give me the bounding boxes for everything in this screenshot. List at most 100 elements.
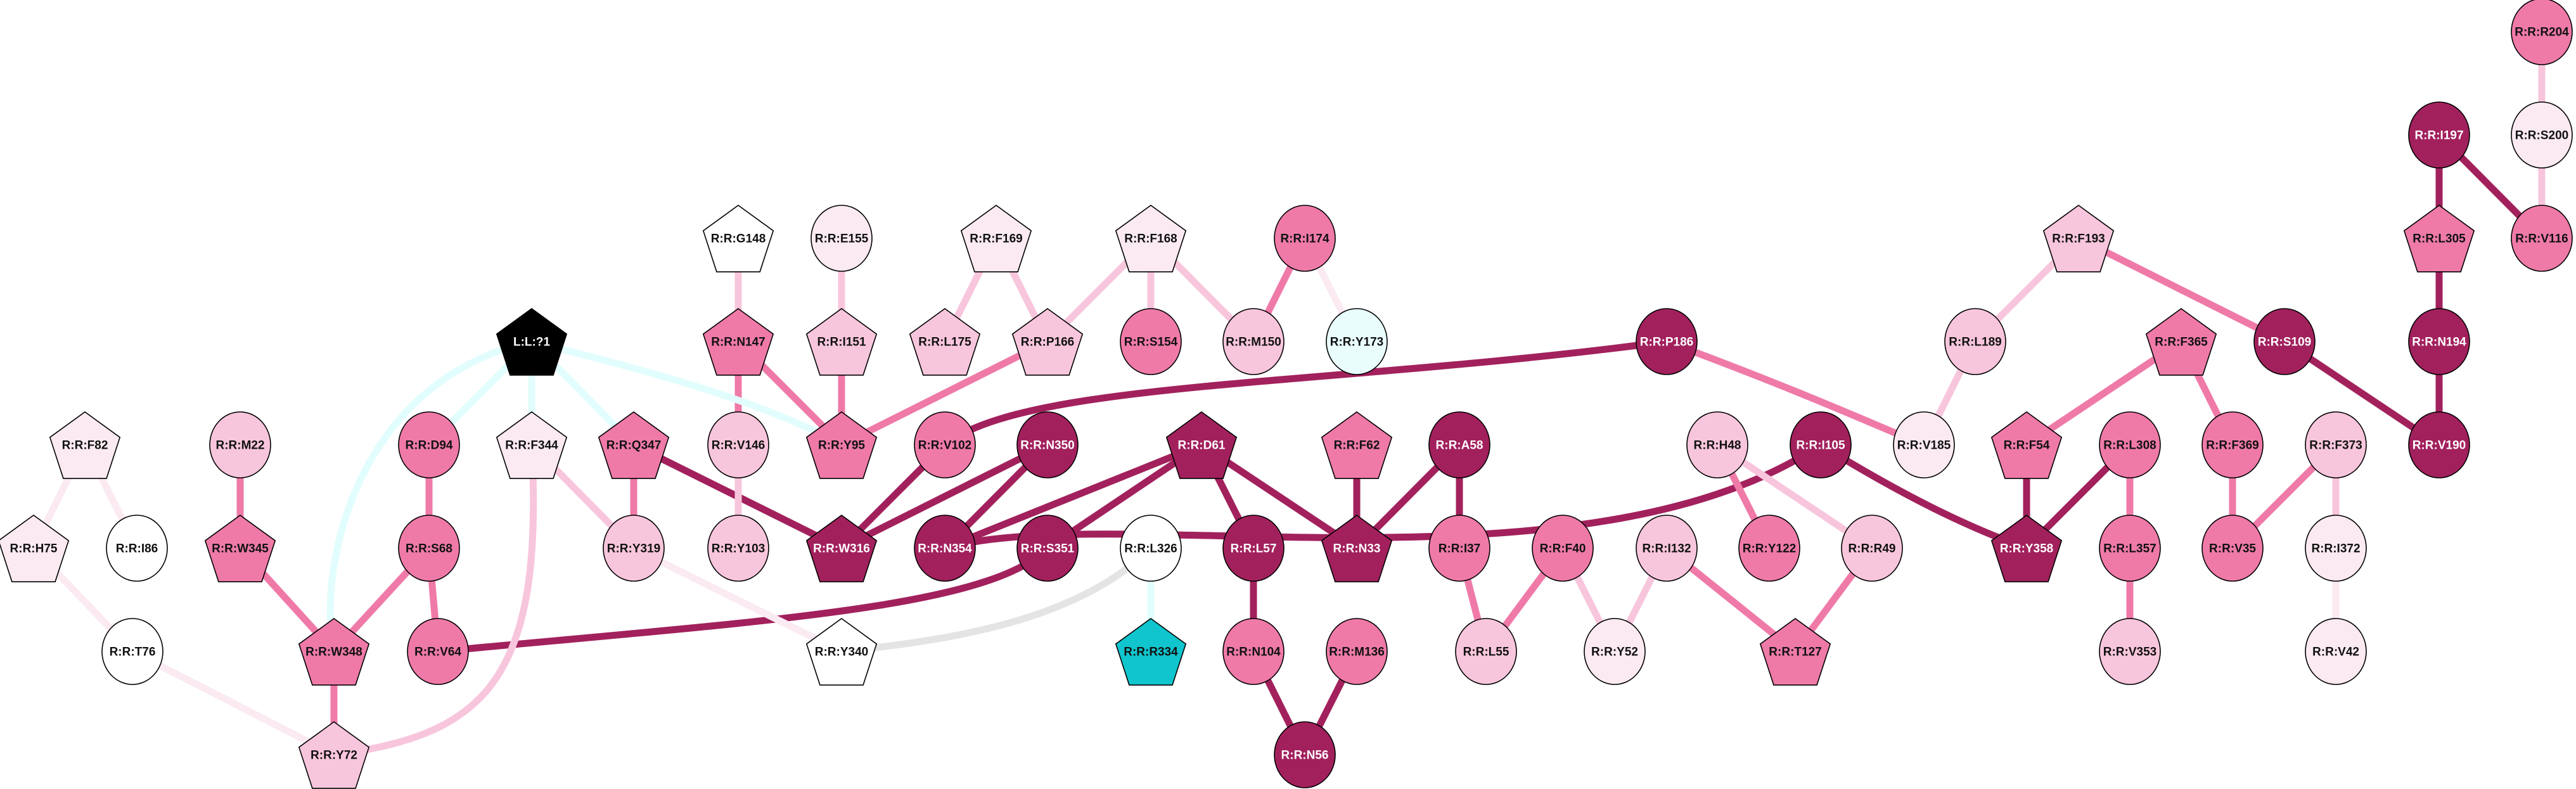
node-q347[interactable]: R:R:Q347 bbox=[598, 411, 670, 479]
node-r49[interactable]: R:R:R49 bbox=[1841, 515, 1903, 582]
node-l308[interactable]: R:R:L308 bbox=[2099, 411, 2161, 478]
node-f369[interactable]: R:R:F369 bbox=[2201, 411, 2264, 478]
node-v353[interactable]: R:R:V353 bbox=[2099, 618, 2161, 685]
node-v146[interactable]: R:R:V146 bbox=[707, 411, 769, 478]
node-f40[interactable]: R:R:F40 bbox=[1532, 515, 1594, 582]
node-f344[interactable]: R:R:F344 bbox=[496, 411, 568, 479]
node-y122[interactable]: R:R:Y122 bbox=[1738, 515, 1800, 582]
node-n33[interactable]: R:R:N33 bbox=[1321, 515, 1393, 582]
node-r204[interactable]: R:R:R204 bbox=[2511, 0, 2573, 65]
node-m150[interactable]: R:R:M150 bbox=[1222, 308, 1285, 375]
node-v35[interactable]: R:R:V35 bbox=[2201, 515, 2264, 582]
node-i174[interactable]: R:R:I174 bbox=[1274, 205, 1336, 272]
node-s200[interactable]: R:R:S200 bbox=[2511, 101, 2573, 169]
node-n194[interactable]: R:R:N194 bbox=[2408, 308, 2470, 375]
circle-node-shape bbox=[1944, 308, 2006, 375]
node-v116[interactable]: R:R:V116 bbox=[2511, 205, 2573, 272]
node-label: R:R:V353 bbox=[2103, 646, 2156, 659]
node-d61[interactable]: R:R:D61 bbox=[1165, 411, 1238, 479]
node-w316[interactable]: R:R:W316 bbox=[805, 515, 878, 582]
node-y173[interactable]: R:R:Y173 bbox=[1326, 308, 1388, 375]
node-f168[interactable]: R:R:F168 bbox=[1115, 205, 1187, 273]
pentagon-node-shape bbox=[1115, 618, 1187, 686]
node-s109[interactable]: R:R:S109 bbox=[2253, 308, 2316, 375]
node-n147[interactable]: R:R:N147 bbox=[702, 308, 774, 376]
node-v102[interactable]: R:R:V102 bbox=[914, 411, 976, 478]
node-s154[interactable]: R:R:S154 bbox=[1120, 308, 1182, 375]
node-label: R:R:Y103 bbox=[712, 542, 765, 556]
node-label: R:R:N33 bbox=[1333, 542, 1381, 556]
node-s351[interactable]: R:R:S351 bbox=[1016, 515, 1079, 582]
node-g148[interactable]: R:R:G148 bbox=[702, 205, 774, 273]
node-label: R:R:A58 bbox=[1436, 439, 1483, 452]
node-p166[interactable]: R:R:P166 bbox=[1011, 308, 1084, 376]
node-s68[interactable]: R:R:S68 bbox=[398, 515, 460, 582]
node-label: R:R:V190 bbox=[2413, 439, 2466, 452]
node-v42[interactable]: R:R:V42 bbox=[2305, 618, 2367, 685]
circle-node-shape bbox=[707, 411, 769, 478]
node-i132[interactable]: R:R:I132 bbox=[1636, 515, 1698, 582]
node-y358[interactable]: R:R:Y358 bbox=[1990, 515, 2063, 582]
node-l57[interactable]: R:R:L57 bbox=[1222, 515, 1285, 582]
node-w348[interactable]: R:R:W348 bbox=[298, 618, 370, 686]
node-i151[interactable]: R:R:I151 bbox=[805, 308, 878, 376]
node-v190[interactable]: R:R:V190 bbox=[2408, 411, 2470, 478]
node-f82[interactable]: R:R:F82 bbox=[49, 411, 121, 479]
node-t127[interactable]: R:R:T127 bbox=[1759, 618, 1831, 686]
node-y103[interactable]: R:R:Y103 bbox=[707, 515, 769, 582]
node-l55[interactable]: R:R:L55 bbox=[1455, 618, 1517, 685]
node-l189[interactable]: R:R:L189 bbox=[1944, 308, 2006, 375]
node-w345[interactable]: R:R:W345 bbox=[204, 515, 276, 582]
node-l305[interactable]: R:R:L305 bbox=[2403, 205, 2475, 273]
node-n350[interactable]: R:R:N350 bbox=[1016, 411, 1079, 478]
node-label: R:R:Y319 bbox=[607, 542, 660, 556]
node-label: R:R:Y358 bbox=[2000, 542, 2053, 556]
node-v64[interactable]: R:R:V64 bbox=[407, 618, 469, 685]
node-m22[interactable]: R:R:M22 bbox=[209, 411, 271, 478]
node-y340[interactable]: R:R:Y340 bbox=[805, 618, 878, 686]
node-l357[interactable]: R:R:L357 bbox=[2099, 515, 2161, 582]
edge-f193-s109 bbox=[2077, 235, 2286, 345]
node-y52[interactable]: R:R:Y52 bbox=[1584, 618, 1646, 685]
node-n104[interactable]: R:R:N104 bbox=[1222, 618, 1285, 685]
edge-y319-y340 bbox=[632, 545, 843, 655]
node-a58[interactable]: R:R:A58 bbox=[1428, 411, 1490, 478]
node-d94[interactable]: R:R:D94 bbox=[398, 411, 460, 478]
node-f365[interactable]: R:R:F365 bbox=[2145, 308, 2217, 376]
node-h48[interactable]: R:R:H48 bbox=[1686, 411, 1748, 478]
node-y95[interactable]: R:R:Y95 bbox=[805, 411, 878, 479]
circle-node-shape bbox=[1636, 308, 1698, 375]
node-i197[interactable]: R:R:I197 bbox=[2408, 101, 2470, 169]
node-y72[interactable]: R:R:Y72 bbox=[298, 721, 370, 789]
circle-node-shape bbox=[2305, 411, 2367, 478]
node-l175[interactable]: R:R:L175 bbox=[909, 308, 981, 376]
node-i86[interactable]: R:R:I86 bbox=[106, 515, 168, 582]
node-label: L:L:?1 bbox=[513, 336, 550, 349]
node-f62[interactable]: R:R:F62 bbox=[1321, 411, 1393, 479]
node-m136[interactable]: R:R:M136 bbox=[1326, 618, 1388, 685]
node-label: R:R:L305 bbox=[2413, 233, 2466, 246]
node-f169[interactable]: R:R:F169 bbox=[960, 205, 1032, 273]
node-label: R:R:Y95 bbox=[818, 439, 865, 452]
node-r334[interactable]: R:R:R334 bbox=[1115, 618, 1187, 686]
node-l326[interactable]: R:R:L326 bbox=[1120, 515, 1182, 582]
node-f193[interactable]: R:R:F193 bbox=[2042, 205, 2115, 273]
node-n354[interactable]: R:R:N354 bbox=[914, 515, 976, 582]
node-i372[interactable]: R:R:I372 bbox=[2305, 515, 2367, 582]
node-e155[interactable]: R:R:E155 bbox=[811, 205, 873, 272]
node-t76[interactable]: R:R:T76 bbox=[101, 618, 163, 685]
node-lig[interactable]: L:L:?1 bbox=[496, 308, 568, 376]
node-f373[interactable]: R:R:F373 bbox=[2305, 411, 2367, 478]
node-i105[interactable]: R:R:I105 bbox=[1790, 411, 1852, 478]
node-y319[interactable]: R:R:Y319 bbox=[603, 515, 665, 582]
node-label: R:R:N194 bbox=[2412, 336, 2466, 349]
node-label: R:R:T127 bbox=[1769, 646, 1821, 659]
node-i37[interactable]: R:R:I37 bbox=[1428, 515, 1490, 582]
node-label: R:R:N147 bbox=[711, 336, 766, 349]
node-h75[interactable]: R:R:H75 bbox=[0, 515, 70, 582]
node-f54[interactable]: R:R:F54 bbox=[1990, 411, 2063, 479]
node-v185[interactable]: R:R:V185 bbox=[1893, 411, 1955, 478]
node-label: R:R:L57 bbox=[1231, 542, 1277, 556]
node-p186[interactable]: R:R:P186 bbox=[1636, 308, 1698, 375]
node-n56[interactable]: R:R:N56 bbox=[1274, 721, 1336, 788]
